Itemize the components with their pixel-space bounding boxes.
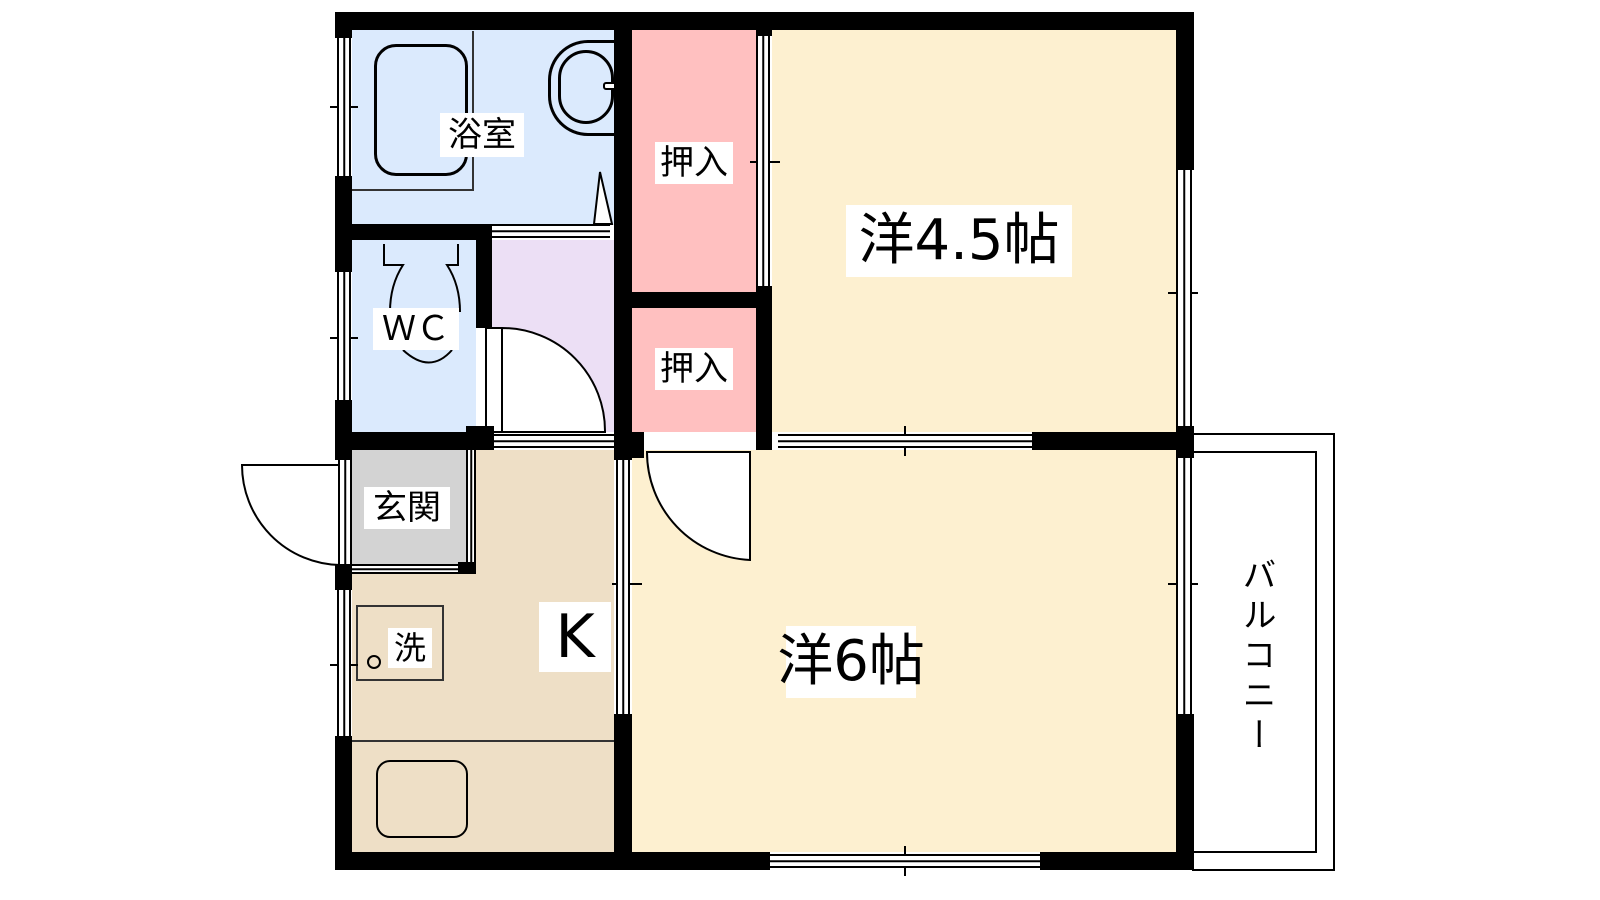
western-room-large-label: 洋6帖 [777, 626, 925, 698]
genkan-step [348, 564, 468, 574]
kitchen-room-partition [616, 458, 630, 714]
room-divider-sliding-door [778, 434, 1032, 448]
wall-closets-divider [614, 292, 770, 308]
wall-post-genkan [458, 562, 476, 574]
wall-left-wc [335, 400, 352, 460]
washer-pan-icon [356, 605, 444, 681]
closet-sliding-door [756, 36, 770, 286]
entrance-label: 玄関 [364, 487, 450, 529]
genkan-side-step [466, 450, 476, 564]
wall-bottom-right [1040, 852, 1194, 870]
closet-lower-label: 押入 [655, 348, 733, 390]
wall-post-entrance [466, 426, 494, 450]
hall-opening [492, 434, 616, 448]
washer-label: 洗 [388, 628, 432, 668]
kitchen-window [337, 590, 351, 736]
basin-outer-icon [548, 40, 628, 136]
room-large-bottom-window [770, 854, 1040, 868]
wall-kitchen-room-lower [614, 714, 632, 870]
wall-left-kitchen-a [335, 564, 352, 590]
wall-left-upper [335, 12, 352, 38]
kitchen-counter-line [352, 740, 614, 742]
room-small-window [1176, 170, 1192, 426]
wall-closet-room [756, 286, 772, 450]
wall-wc-hall [476, 224, 492, 328]
sink-icon [376, 760, 468, 838]
balcony-label: バルコニー [1236, 557, 1276, 757]
kitchen-label: K [539, 602, 611, 672]
wall-bath-bottom [335, 224, 492, 240]
closet-upper-label: 押入 [655, 142, 733, 184]
wall-room-divider [1032, 432, 1194, 450]
washer-drain-icon [367, 655, 381, 669]
wc-label: ＷＣ [373, 308, 459, 350]
wc-window [337, 272, 351, 400]
wall-left-kitchen-b [335, 736, 352, 870]
room-large-window [1176, 458, 1192, 714]
bathtub-outline [352, 31, 474, 191]
wall-kitchen-room-upper [614, 448, 632, 460]
wall-bottom-left [335, 852, 770, 870]
bath-window [337, 38, 351, 176]
bathtub-icon [374, 44, 468, 176]
wall-right-bottom [1176, 714, 1194, 870]
entrance-door-frame [338, 460, 352, 564]
wall-wc-bottom [335, 432, 492, 450]
western-room-small-label: 洋4.5帖 [846, 205, 1072, 277]
bathroom-label: 浴室 [440, 113, 524, 157]
bath-door-frame [492, 224, 610, 238]
wall-bath-closet [614, 12, 632, 440]
wall-closet-room-top [756, 12, 772, 36]
wall-right-top [1176, 12, 1194, 170]
